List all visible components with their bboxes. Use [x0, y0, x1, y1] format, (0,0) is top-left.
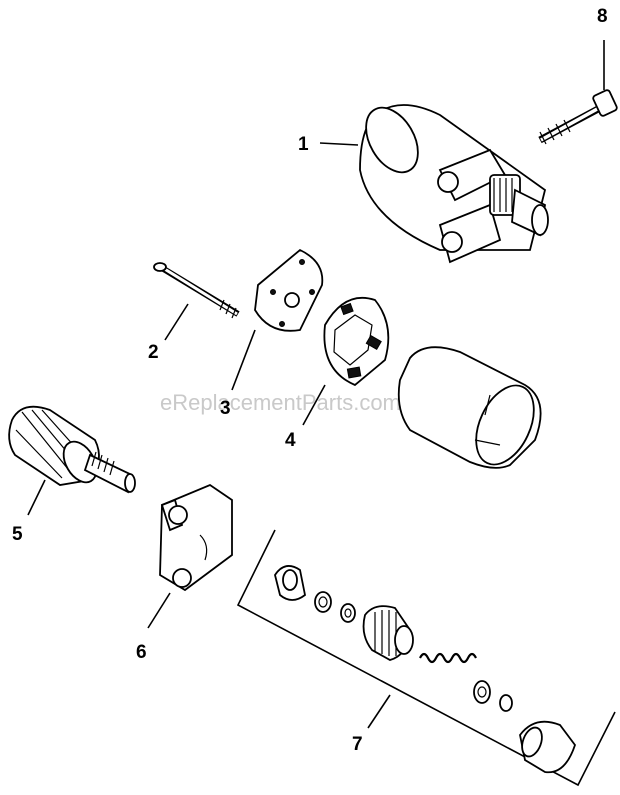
leader-5 [27, 479, 46, 516]
part-8-bolt[interactable] [538, 40, 618, 145]
part-7-drive-kit[interactable] [274, 565, 577, 774]
part-2-through-bolt[interactable] [153, 262, 240, 319]
leader-1 [319, 142, 359, 146]
callout-7: 7 [352, 734, 363, 755]
part-1-starter-motor[interactable] [355, 99, 549, 264]
callout-2: 2 [148, 342, 159, 363]
callout-4: 4 [285, 430, 296, 451]
callout-6: 6 [136, 642, 147, 663]
leader-4 [302, 384, 326, 426]
callout-1: 1 [298, 134, 309, 155]
frame-housing[interactable] [397, 346, 546, 473]
leader-7 [367, 694, 391, 729]
callout-3: 3 [220, 398, 231, 419]
part-4-brush-holder[interactable] [323, 296, 390, 387]
leader-2 [164, 303, 189, 341]
callout-5: 5 [12, 524, 23, 545]
part-5-armature[interactable] [8, 405, 136, 494]
part-3-end-plate[interactable] [254, 248, 324, 332]
kit-7-bracket [236, 529, 616, 787]
callout-8: 8 [597, 6, 608, 27]
leader-6 [147, 592, 171, 629]
leader-3 [231, 329, 256, 391]
part-6-bracket[interactable] [159, 483, 233, 592]
watermark: eReplacementParts.com [160, 390, 401, 415]
